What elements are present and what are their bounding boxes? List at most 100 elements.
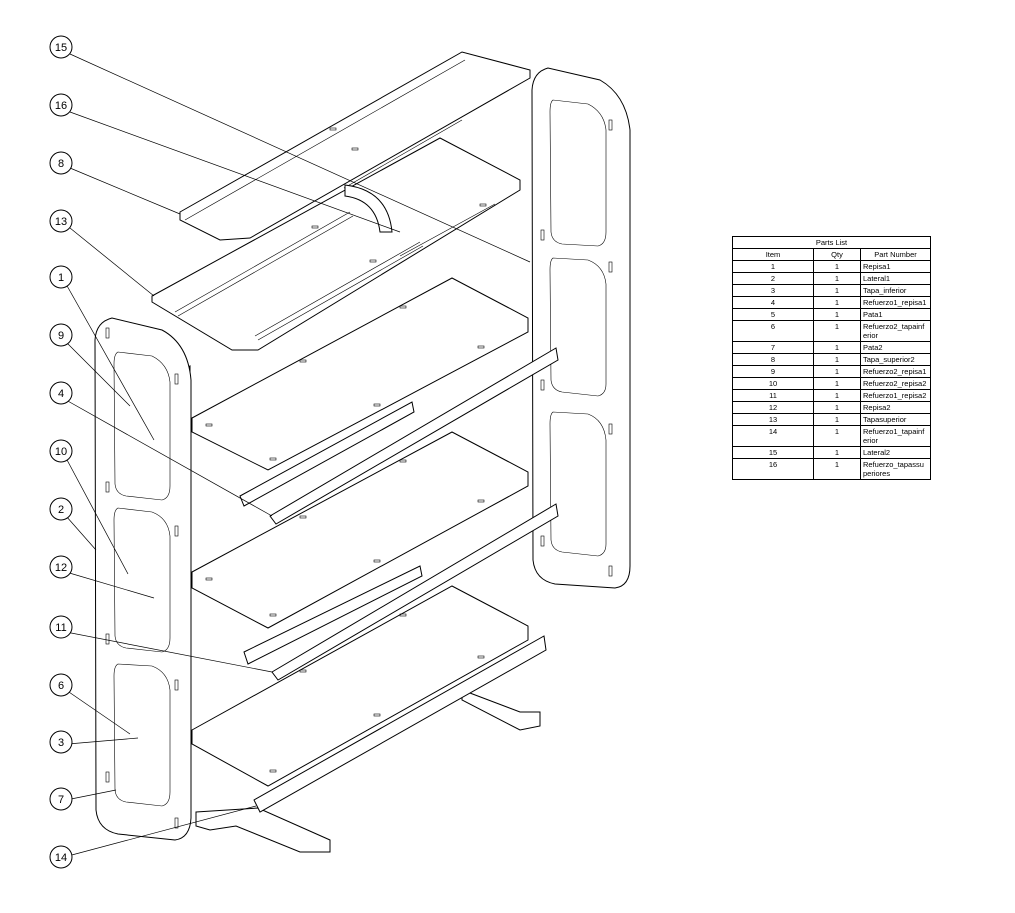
cell-item: 12 [732, 401, 814, 414]
balloon-3: 3 [49, 730, 73, 754]
balloon-15: 15 [49, 35, 73, 59]
shelf-2 [191, 431, 529, 629]
cell-part-number: Repisa1 [860, 260, 931, 273]
balloon-1: 1 [49, 265, 73, 289]
cell-qty: 1 [813, 353, 861, 366]
header-part-number: Part Number [860, 248, 931, 261]
cell-item: 16 [732, 458, 814, 480]
cell-part-number: Refuerzo2_repisa2 [860, 377, 931, 390]
cell-item: 4 [732, 296, 814, 309]
cell-item: 1 [732, 260, 814, 273]
cell-qty: 1 [813, 458, 861, 480]
balloon-2: 2 [49, 497, 73, 521]
cell-qty: 1 [813, 296, 861, 309]
cell-qty: 1 [813, 446, 861, 459]
svg-text:12: 12 [55, 562, 67, 574]
balloon-6: 6 [49, 673, 73, 697]
cell-item: 3 [732, 284, 814, 297]
svg-text:8: 8 [58, 158, 64, 170]
cell-part-number: Refuerzo_tapassuperiores [860, 458, 931, 480]
balloon-14: 14 [49, 845, 73, 869]
cell-qty: 1 [813, 308, 861, 321]
cell-item: 6 [732, 320, 814, 342]
svg-text:15: 15 [55, 42, 67, 54]
leader-lines [65, 53, 531, 857]
balloon-4: 4 [49, 381, 73, 405]
parts-list-header-row: Item Qty Part Number [732, 248, 931, 261]
balloon-9: 9 [49, 323, 73, 347]
cell-item: 14 [732, 425, 814, 447]
cell-qty: 1 [813, 365, 861, 378]
balloon-11: 11 [49, 615, 73, 639]
cell-part-number: Tapasuperior [860, 413, 931, 426]
cell-part-number: Pata1 [860, 308, 931, 321]
svg-text:1: 1 [58, 272, 64, 284]
cell-qty: 1 [813, 284, 861, 297]
balloon-13: 13 [49, 209, 73, 233]
cell-part-number: Pata2 [860, 341, 931, 354]
cell-qty: 1 [813, 425, 861, 447]
cell-item: 11 [732, 389, 814, 402]
cell-item: 13 [732, 413, 814, 426]
cell-qty: 1 [813, 272, 861, 285]
side-panel-left [94, 317, 192, 841]
parts-list-title-row: Parts List [732, 236, 931, 249]
cell-item: 15 [732, 446, 814, 459]
bottom-panel [191, 585, 529, 787]
svg-text:4: 4 [58, 388, 64, 400]
cell-part-number: Refuerzo1_repisa2 [860, 389, 931, 402]
cell-item: 7 [732, 341, 814, 354]
svg-text:3: 3 [58, 737, 64, 749]
svg-text:6: 6 [58, 680, 64, 692]
balloon-10: 10 [49, 439, 73, 463]
svg-text:16: 16 [55, 100, 67, 112]
cell-item: 2 [732, 272, 814, 285]
cell-qty: 1 [813, 413, 861, 426]
cell-part-number: Lateral1 [860, 272, 931, 285]
cell-part-number: Refuerzo2_tapainferior [860, 320, 931, 342]
svg-text:2: 2 [58, 504, 64, 516]
parts-list-title: Parts List [732, 236, 931, 249]
svg-text:9: 9 [58, 330, 64, 342]
header-qty: Qty [813, 248, 861, 261]
cell-part-number: Lateral2 [860, 446, 931, 459]
side-panel-right [531, 67, 631, 589]
cell-qty: 1 [813, 401, 861, 414]
cell-item: 5 [732, 308, 814, 321]
balloon-8: 8 [49, 151, 73, 175]
cell-part-number: Refuerzo1_repisa1 [860, 296, 931, 309]
svg-text:11: 11 [55, 622, 66, 634]
cell-qty: 1 [813, 377, 861, 390]
cell-item: 10 [732, 377, 814, 390]
top-lid [179, 51, 531, 241]
feet [195, 689, 541, 853]
cell-part-number: Tapa_inferior [860, 284, 931, 297]
cell-part-number: Refuerzo2_repisa1 [860, 365, 931, 378]
cell-qty: 1 [813, 341, 861, 354]
cell-qty: 1 [813, 389, 861, 402]
svg-text:13: 13 [55, 216, 67, 228]
top-cover [151, 119, 521, 351]
balloon-12: 12 [49, 555, 73, 579]
cell-part-number: Refuerzo1_tapainferior [860, 425, 931, 447]
svg-text:14: 14 [55, 852, 67, 864]
balloon-7: 7 [49, 787, 73, 811]
shelf-1 [191, 277, 529, 471]
cell-part-number: Tapa_superior2 [860, 353, 931, 366]
cell-item: 8 [732, 353, 814, 366]
balloon-16: 16 [49, 93, 73, 117]
